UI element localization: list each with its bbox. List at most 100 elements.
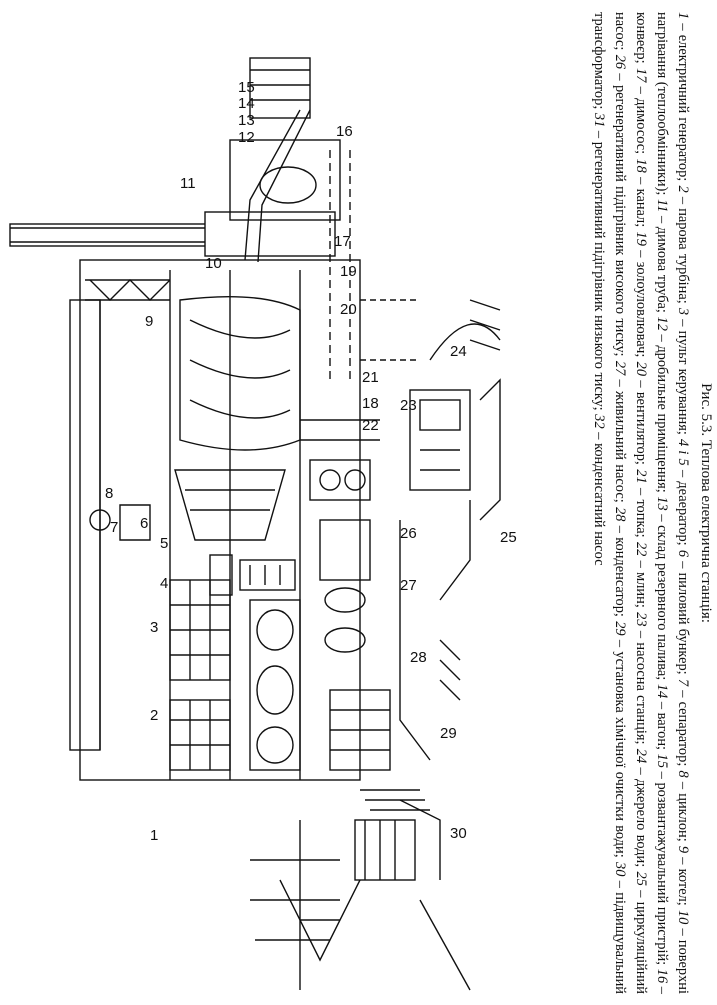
legend-number: 30 [612, 862, 628, 877]
legend-text: – регенеративний підігрівник низького ти… [591, 127, 607, 415]
legend-text: – дробильне приміщення; [654, 330, 670, 497]
legend-text: – розвантажувальний пристрій; [654, 768, 670, 969]
legend-number: 6 [675, 549, 691, 558]
legend-entry: 9 – котел; [675, 846, 691, 910]
legend-entry: 18 – канал; [633, 158, 649, 231]
callout-30: 30 [450, 825, 467, 842]
legend-entry: 32 – конденсатний насос [591, 414, 607, 565]
legend-number: 4 і 5 [675, 439, 691, 466]
legend-text: – регенеративний підігрівник високого ти… [612, 69, 628, 361]
legend-entry: 22 – млин; [633, 542, 649, 612]
figure-caption: Рис. 5.3. Теплова електрична станція: 1 … [557, 8, 717, 998]
legend-number: 18 [633, 158, 649, 173]
main-building [69, 259, 361, 781]
legend-entry: 26 – регенеративний підігрівник високого… [612, 55, 628, 361]
legend-number: 32 [591, 414, 607, 429]
callout-14: 14 [238, 95, 255, 112]
legend-entry: 24 – джерело води; [633, 749, 649, 872]
legend-entry: 4 і 5 – деаератор; [675, 439, 691, 550]
legend-entry: 3 – пульт керування; [675, 308, 691, 439]
callout-28: 28 [410, 649, 427, 666]
callout-1: 1 [150, 827, 158, 844]
legend-text: – конденсатор; [612, 521, 628, 622]
legend-entry: 6 – пиловий бункер; [675, 550, 691, 679]
callout-21: 21 [362, 369, 379, 386]
legend-text: – пульт керування; [675, 315, 691, 440]
rail-unloading-area [229, 57, 341, 263]
legend-number: 31 [591, 112, 607, 128]
legend-entry: 28 – конденсатор; [612, 507, 628, 621]
legend-number: 25 [633, 871, 649, 886]
callout-23: 23 [400, 397, 417, 414]
legend-number: 27 [612, 360, 628, 376]
legend-number: 26 [612, 54, 628, 70]
auxiliary-equipment [300, 299, 420, 771]
callout-labels: 1 2 3 4 5 6 7 8 9 10 11 12 13 14 15 16 1… [105, 79, 517, 844]
legend-number: 28 [612, 507, 628, 522]
legend-entry: 11 – димова труба; [654, 199, 670, 316]
legend-text: – склад резервного палива; [654, 510, 670, 684]
legend-number: 12 [654, 316, 670, 331]
legend-number: 13 [654, 496, 670, 511]
legend-text: – вентилятор; [633, 376, 649, 470]
legend-text: – сепаратор; [675, 686, 691, 771]
legend-number: 22 [633, 541, 649, 557]
legend-number: 7 [675, 678, 691, 687]
legend-text: – вагон; [654, 698, 670, 754]
pump-station [399, 323, 501, 761]
legend-text: – конденсатний насос [591, 428, 607, 566]
legend-number: 8 [675, 770, 691, 778]
callout-11: 11 [180, 175, 196, 192]
legend-text: – млин; [633, 556, 649, 613]
callout-2: 2 [150, 707, 158, 724]
caption-title: Рис. 5.3. Теплова електрична станція: [698, 383, 714, 623]
callout-12: 12 [238, 129, 255, 146]
callout-17: 17 [334, 233, 351, 250]
callout-6: 6 [140, 515, 148, 532]
legend-text: – канал; [633, 172, 649, 232]
legend-entry: 23 – насосна станція; [633, 612, 649, 749]
legend-text: – циклон; [675, 777, 691, 846]
callout-18: 18 [362, 395, 379, 412]
legend-number: 2 [675, 185, 691, 193]
legend-text: – насосна станція; [633, 626, 649, 749]
legend-entry: 13 – склад резервного палива; [654, 496, 670, 683]
callout-4: 4 [160, 575, 168, 592]
callout-10: 10 [205, 255, 222, 272]
legend-text: – димова труба; [654, 212, 670, 317]
callout-22: 22 [362, 417, 379, 434]
legend-entry: 1 – електричний генератор; [675, 12, 691, 185]
legend-number: 10 [675, 909, 691, 925]
legend-text: – електричний генератор; [675, 19, 691, 186]
legend-entry: 17 – димосос; [633, 68, 649, 159]
legend-entry: 2 – парова турбіна; [675, 185, 691, 307]
legend-entry: 12 – дробильне приміщення; [654, 317, 670, 497]
legend-entry: 19 – золоуловлювач; [633, 232, 649, 362]
callout-29: 29 [440, 725, 457, 742]
legend-text: – установка хімічної очистки води; [612, 635, 628, 863]
transformer-and-power-lines [250, 799, 471, 991]
legend-text: – парова турбіна; [675, 192, 691, 308]
legend-entry: 20 – вентилятор; [633, 362, 649, 470]
callout-27: 27 [400, 577, 417, 594]
callout-20: 20 [340, 301, 357, 318]
legend-entry: 8 – циклон; [675, 771, 691, 846]
caption-legend: 1 – електричний генератор; 2 – парова ту… [588, 8, 693, 998]
legend-number: 15 [654, 753, 670, 769]
callout-25: 25 [500, 529, 517, 546]
legend-number: 14 [654, 683, 670, 699]
callout-15: 15 [238, 79, 255, 96]
legend-text: – джерело води; [633, 763, 649, 872]
legend-number: 16 [654, 968, 670, 984]
legend-text: – золоуловлювач; [633, 245, 649, 362]
legend-text: – пиловий бункер; [675, 557, 691, 679]
legend-number: 23 [633, 612, 649, 627]
legend-number: 17 [633, 67, 649, 83]
legend-entry: 14 – вагон; [654, 684, 670, 754]
callout-9: 9 [145, 313, 153, 330]
callout-16: 16 [336, 123, 353, 140]
legend-entry: 31 – регенеративний підігрівник низького… [591, 113, 607, 414]
callout-3: 3 [150, 619, 158, 636]
legend-text: – котел; [675, 853, 691, 910]
